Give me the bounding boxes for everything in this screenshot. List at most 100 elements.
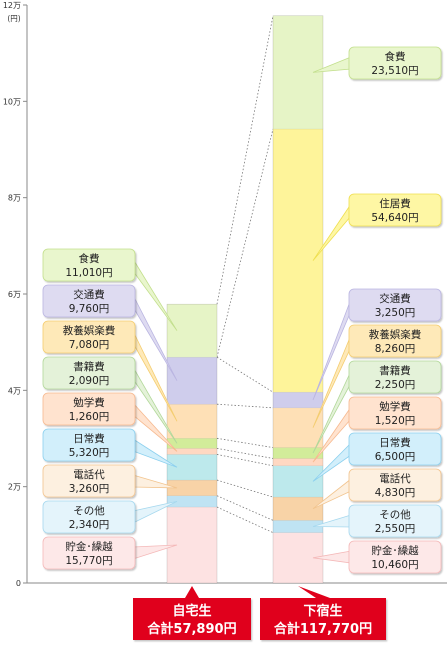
callout-box	[348, 288, 442, 322]
callout-value: 15,770円	[65, 555, 112, 567]
value-callouts: 食費11,010円交通費9,760円教養娯楽費7,080円書籍費2,090円勉学…	[42, 46, 442, 574]
callout-value: 23,510円	[371, 65, 418, 77]
value-callout: 交通費 3,250円	[312, 288, 442, 401]
callout-category: 日常費	[379, 436, 411, 449]
badge-pointer	[298, 586, 330, 598]
badge-pointer	[185, 586, 199, 598]
callout-value: 8,260円	[375, 343, 416, 355]
callout-value: 10,460円	[371, 559, 418, 571]
callout-category: 書籍費	[379, 364, 411, 377]
value-callout: その他 2,550円	[312, 504, 442, 538]
callout-box	[42, 248, 136, 282]
callout-value: 2,340円	[69, 519, 110, 531]
value-callout: 貯金･繰越 10,460円	[312, 540, 442, 574]
bar-segment	[166, 495, 218, 508]
value-callout: 書籍費 2,250円	[312, 360, 442, 454]
bar-segment	[166, 356, 218, 405]
callout-category: 食費	[385, 50, 406, 63]
callout-box	[348, 504, 442, 538]
callout-box	[42, 320, 136, 354]
callout-box	[348, 46, 442, 80]
segment-connector	[216, 356, 274, 393]
callout-value: 3,260円	[69, 483, 110, 495]
y-tick-label: 12万	[3, 1, 21, 10]
value-callout: 食費 11,010円	[42, 248, 178, 331]
callout-box	[348, 468, 442, 502]
y-tick-label: 10万	[3, 97, 21, 106]
callout-value: 2,250円	[375, 379, 416, 391]
callout-category: 交通費	[379, 292, 411, 305]
callout-box	[42, 428, 136, 462]
callout-value: 54,640円	[371, 212, 418, 224]
callout-value: 9,760円	[69, 303, 110, 315]
callout-box	[42, 500, 136, 534]
y-tick-label: 8万	[8, 194, 21, 203]
value-callout: 食費 23,510円	[312, 46, 442, 80]
callout-value: 5,320円	[69, 447, 110, 459]
bar-segment	[272, 128, 324, 393]
badge-category: 下宿生	[303, 603, 342, 619]
bar-segment	[166, 454, 218, 481]
segment-connector	[216, 437, 274, 448]
callout-value: 3,250円	[375, 307, 416, 319]
value-callout: 貯金･繰越 15,770円	[42, 536, 178, 570]
y-tick-label: 4万	[8, 386, 21, 395]
bar-segment	[272, 407, 324, 448]
segment-connector	[216, 447, 274, 459]
callout-category: 貯金･繰越	[65, 540, 113, 553]
callout-value: 2,550円	[375, 523, 416, 535]
bar-segment	[272, 458, 324, 467]
callout-box	[348, 396, 442, 430]
segment-connector	[216, 15, 274, 305]
value-callout: 交通費 9,760円	[42, 284, 178, 381]
callout-box	[42, 392, 136, 426]
callout-category: 教養娯楽費	[63, 324, 116, 337]
callout-value: 2,090円	[69, 375, 110, 387]
callout-value: 11,010円	[65, 267, 112, 279]
value-callout: 日常費 6,500円	[312, 432, 442, 482]
badge-total: 合計57,890円	[147, 621, 236, 637]
callout-value: 4,830円	[375, 487, 416, 499]
callout-category: 勉学費	[73, 396, 105, 409]
callout-category: その他	[73, 504, 105, 517]
callout-category: 教養娯楽費	[369, 328, 422, 341]
callout-box	[348, 324, 442, 358]
callout-box	[42, 536, 136, 570]
callout-category: 日常費	[73, 432, 105, 445]
callout-box	[42, 464, 136, 498]
bar-outline	[272, 15, 324, 584]
segment-connector	[216, 454, 274, 467]
callout-category: 貯金･繰越	[371, 544, 419, 557]
callout-box	[42, 284, 136, 318]
value-callout: その他 2,340円	[42, 500, 178, 534]
value-callout: 日常費 5,320円	[42, 428, 178, 468]
stacked-bars	[166, 15, 324, 584]
value-callout: 電話代 4,830円	[312, 468, 442, 510]
callout-box	[42, 356, 136, 390]
bar-segment	[272, 465, 324, 498]
callout-value: 6,500円	[375, 451, 416, 463]
callout-value: 1,520円	[375, 415, 416, 427]
badge-category: 自宅生	[172, 603, 211, 619]
callout-box	[348, 432, 442, 466]
callout-category: 食費	[79, 252, 100, 265]
callout-value: 7,080円	[69, 339, 110, 351]
segment-connector	[216, 403, 274, 409]
callout-category: 交通費	[73, 288, 105, 301]
value-callout: 教養娯楽費 7,080円	[42, 320, 178, 422]
segment-connector	[216, 495, 274, 521]
callout-category: 電話代	[379, 472, 411, 485]
callout-box	[348, 360, 442, 394]
callout-category: その他	[379, 508, 411, 521]
badge-box	[260, 598, 386, 640]
badge-box	[133, 598, 251, 640]
